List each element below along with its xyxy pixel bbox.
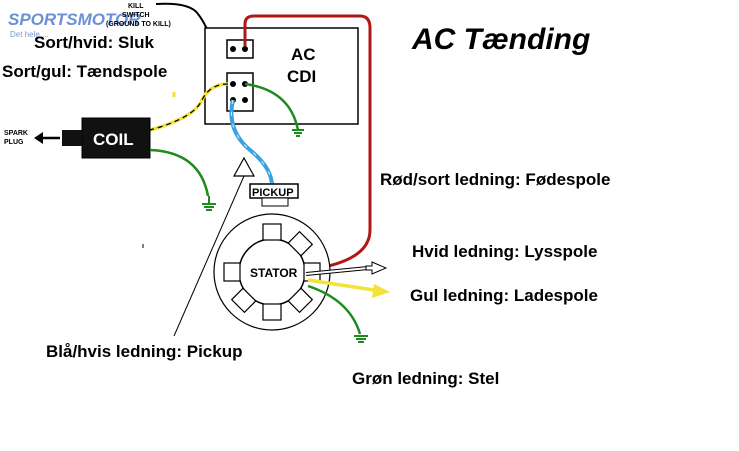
connector-pin	[230, 81, 236, 87]
page-title: AC Tænding	[411, 23, 590, 56]
label-sort-gul: Sort/gul: Tændspole	[2, 62, 167, 81]
label-sort-hvid: Sort/hvid: Sluk	[34, 33, 155, 52]
stator	[213, 213, 331, 331]
yellow-arrow-icon	[372, 284, 390, 298]
white-wire-fill	[305, 267, 369, 275]
yellow-black-wire-dash	[149, 83, 229, 131]
label-groen: Grøn ledning: Stel	[352, 369, 499, 388]
connector-pin	[230, 46, 236, 52]
coil-label: COIL	[93, 130, 134, 149]
spark-plug-label-1: SPARK	[4, 130, 28, 137]
label-hvid: Hvid ledning: Lysspole	[412, 242, 597, 261]
pickup-pointer-line	[173, 175, 245, 337]
ground-symbol	[202, 196, 216, 211]
watermark-logo: SPORTSMOTOR Det hele ...	[8, 10, 141, 39]
coil-tower	[62, 130, 82, 146]
pickup-label: PICKUP	[252, 187, 294, 199]
kill-switch-label-3: (GROUND TO KILL)	[106, 21, 171, 28]
watermark-tagline: Det hele ...	[10, 30, 49, 39]
ground-symbol	[354, 335, 368, 343]
cdi-label-ac: AC	[291, 45, 316, 64]
connector-pin	[242, 97, 248, 103]
spark-plug-arrow-icon	[34, 132, 60, 144]
coil-ground-wire	[149, 148, 210, 197]
ground-symbol	[292, 129, 304, 137]
cdi-ground-wire	[244, 82, 300, 131]
cdi-label-cdi: CDI	[287, 67, 316, 86]
ignition-coil	[81, 117, 151, 159]
pickup-body	[261, 197, 289, 207]
connector-pin	[242, 46, 248, 52]
warning-triangle-icon	[232, 156, 256, 177]
yellow-wire	[307, 278, 375, 292]
label-blaa-hvid: Blå/hvis ledning: Pickup	[46, 342, 242, 361]
kill-switch-label-2: SWITCH	[122, 12, 150, 19]
red-wire	[243, 14, 372, 272]
spark-plug-label-2: PLUG	[4, 139, 24, 146]
watermark-brand: SPORTSMOTOR	[8, 10, 141, 29]
label-gul: Gul ledning: Ladespole	[410, 286, 598, 305]
kill-switch-label-1: KILL	[128, 3, 144, 10]
stator-ground-wire	[307, 284, 362, 335]
white-arrow-icon	[365, 261, 388, 275]
stator-label: STATOR	[250, 266, 298, 280]
blue-wire	[229, 99, 274, 187]
label-roed-sort: Rød/sort ledning: Fødespole	[380, 170, 610, 189]
